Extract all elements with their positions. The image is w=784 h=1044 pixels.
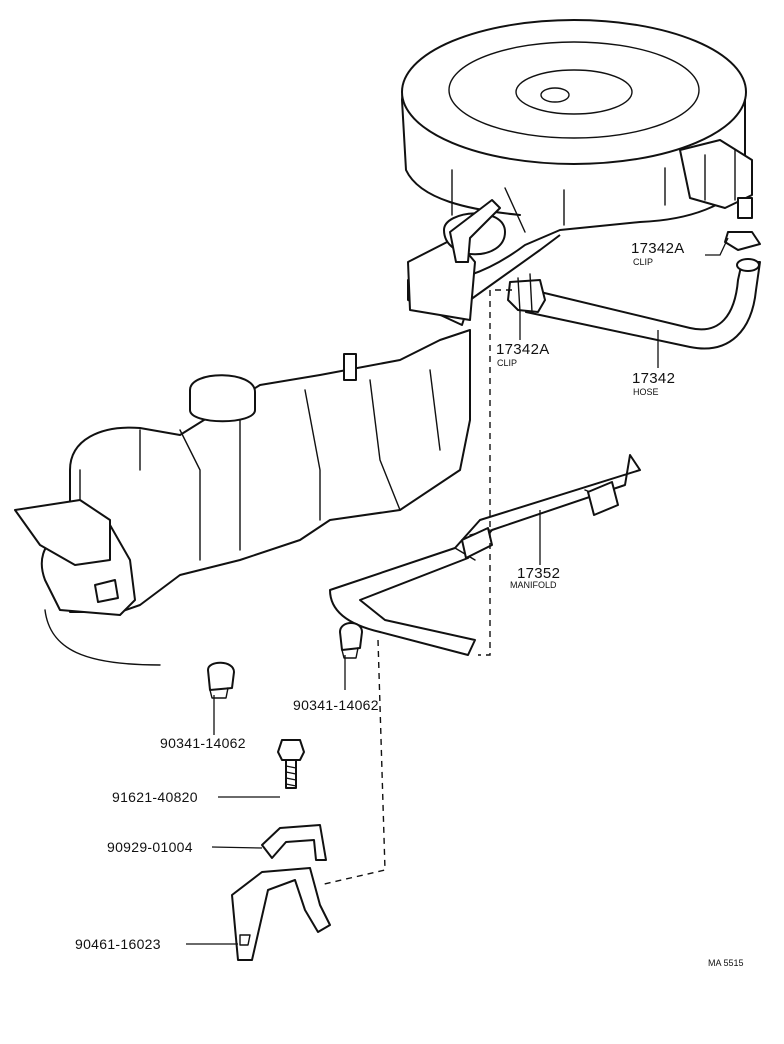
hose-name: HOSE: [633, 387, 659, 397]
bolt: [277, 739, 305, 789]
hose-number: 17342: [632, 370, 676, 387]
intake-manifold: [14, 329, 471, 666]
bolt-number: 91621-40820: [112, 789, 198, 805]
plug-left-number: 90341-14062: [160, 735, 246, 751]
air-cleaner: [401, 19, 753, 326]
pipe-manifold: [329, 454, 641, 656]
bracket-small: [261, 824, 327, 861]
bracket-small-number: 90929-01004: [107, 839, 193, 855]
hose-assembly: [507, 231, 761, 350]
plug-left: [207, 661, 235, 699]
manifold-number: 17352: [517, 565, 561, 582]
plug-right: [339, 622, 363, 659]
drawing-code: MA 5515: [708, 958, 744, 968]
bracket-main: [231, 867, 331, 961]
clip-lower-name: CLIP: [497, 358, 518, 368]
manifold-name: MANIFOLD: [510, 580, 557, 590]
clip-lower-number: 17342A: [496, 341, 550, 358]
clip-upper-number: 17342A: [631, 240, 685, 257]
plug-right-number: 90341-14062: [293, 697, 379, 713]
bracket-main-number: 90461-16023: [75, 936, 161, 952]
clip-upper-name: CLIP: [633, 257, 654, 267]
